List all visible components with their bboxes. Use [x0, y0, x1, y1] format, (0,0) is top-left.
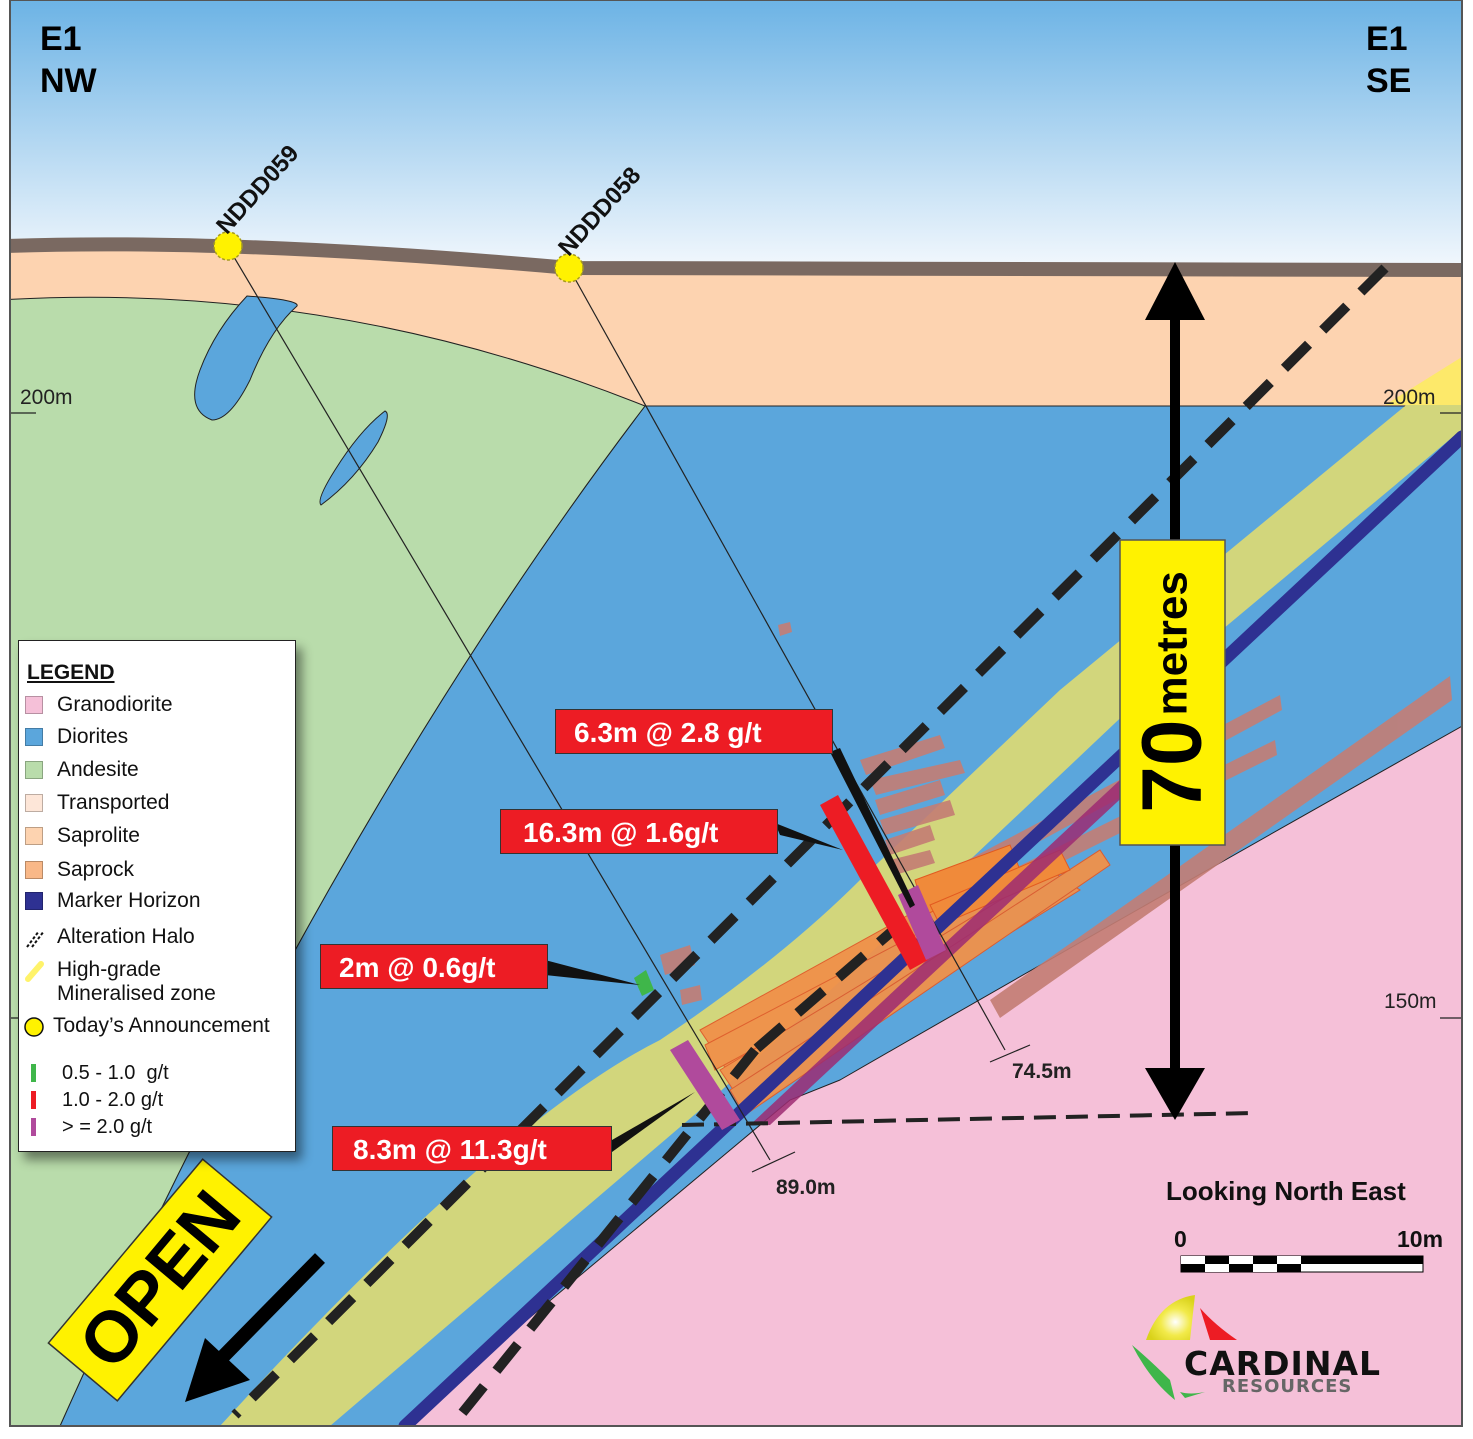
legend-item-grade-mid: 1.0 - 2.0 g/t — [25, 1088, 163, 1112]
legend-item-todays-announcement: Today’s Announcement — [23, 1014, 270, 1038]
intercept-bar-green — [634, 970, 654, 996]
view-direction-label: Looking North East — [1166, 1176, 1406, 1206]
legend-item-grade-low: 0.5 - 1.0 g/t — [25, 1061, 169, 1085]
legend-label: High-grade — [57, 958, 161, 981]
alteration-halo-line — [451, 1046, 759, 1426]
legend-item-high-grade-zone: High-grade Mineralised zone — [25, 958, 216, 1006]
mineralised-zone-tip — [1385, 356, 1462, 405]
arrow-down-icon — [1145, 1068, 1205, 1120]
scale-bar — [1180, 1255, 1424, 1273]
section-left-label-line1: E1 — [40, 20, 82, 58]
sky-area — [10, 0, 1462, 270]
legend-label: Alteration Halo — [57, 925, 195, 948]
dashed-lines-icon — [26, 930, 45, 948]
elevation-label-left-200: 200m — [20, 386, 73, 409]
legend-label: > = 2.0 g/t — [62, 1116, 153, 1138]
logo-name: CARDINAL — [1184, 1344, 1382, 1383]
transported-swatch-icon — [25, 794, 43, 812]
collar-nddd058-icon — [554, 253, 584, 283]
legend-label: Marker Horizon — [57, 889, 201, 912]
cardinal-logo-icon — [1132, 1295, 1237, 1400]
intercept-callout-1[interactable]: 6.3m @ 2.8 g/t — [555, 709, 833, 754]
legend-label: Saprolite — [57, 824, 140, 847]
vertical-extent-number: 70 — [1124, 719, 1219, 813]
legend-label: Diorites — [57, 725, 129, 748]
green-grade-bar-icon — [31, 1064, 36, 1082]
legend-label: Today’s Announcement — [53, 1014, 270, 1037]
intercept-bar-purple — [670, 1040, 740, 1130]
scale-start-label: 0 — [1174, 1226, 1187, 1252]
drillhole-trace-nddd059 — [227, 246, 771, 1161]
legend-item-marker-horizon: Marker Horizon — [25, 889, 201, 913]
legend-item-andesite: Andesite — [25, 758, 139, 782]
elevation-label-right-200: 200m — [1383, 386, 1436, 409]
saprolite-swatch-icon — [25, 827, 43, 845]
end-depth-nddd059: 89.0m — [776, 1176, 836, 1199]
saprock-swatch-icon — [25, 861, 43, 879]
intercept-callout-4[interactable]: 8.3m @ 11.3g/t — [332, 1126, 612, 1171]
yellow-circle-icon — [24, 1017, 44, 1037]
logo-subtitle: RESOURCES — [1222, 1376, 1353, 1397]
legend-panel: LEGEND Granodiorite Diorites Andesite Tr… — [18, 640, 296, 1152]
legend-label: Granodiorite — [57, 693, 173, 716]
diorite-lens — [194, 295, 298, 421]
legend-item-grade-high: > = 2.0 g/t — [25, 1115, 152, 1139]
open-annotation — [47, 1158, 273, 1402]
intercept-bar-red — [820, 795, 928, 970]
legend-item-alteration-halo: Alteration Halo — [25, 925, 195, 949]
section-right-label-line2: SE — [1366, 62, 1412, 100]
legend-label: Saprock — [57, 858, 135, 881]
collar-nddd059-icon — [213, 231, 243, 261]
legend-item-saprolite: Saprolite — [25, 824, 140, 848]
legend-item-transported: Transported — [25, 791, 169, 815]
andesite-swatch-icon — [25, 761, 43, 779]
vertical-extent-label-box — [1119, 539, 1226, 846]
section-left-label-line2: NW — [40, 62, 97, 100]
topography-surface — [10, 237, 1462, 277]
legend-label: Mineralised zone — [57, 982, 216, 1005]
legend-label: Transported — [57, 791, 170, 814]
legend-label: 1.0 - 2.0 g/t — [62, 1089, 164, 1111]
scale-end-label: 10m — [1397, 1226, 1444, 1252]
legend-item-saprock: Saprock — [25, 858, 134, 882]
legend-title: LEGEND — [27, 661, 115, 684]
diorites-swatch-icon — [25, 728, 43, 746]
red-grade-bar-icon — [31, 1091, 36, 1109]
purple-grade-bar-icon — [31, 1118, 36, 1136]
intercept-callout-3[interactable]: 2m @ 0.6g/t — [320, 944, 548, 989]
legend-label: 0.5 - 1.0 g/t — [62, 1062, 169, 1084]
section-right-label-line1: E1 — [1366, 20, 1408, 58]
intercept-callout-2[interactable]: 16.3m @ 1.6g/t — [500, 809, 778, 854]
marker-horizon-swatch-icon — [25, 892, 43, 910]
vertical-extent-unit: metres — [1147, 571, 1196, 716]
yellow-stroke-icon — [25, 961, 44, 982]
granodiorite-swatch-icon — [25, 696, 43, 714]
legend-label: Andesite — [57, 758, 139, 781]
end-depth-nddd058: 74.5m — [1012, 1060, 1072, 1083]
elevation-label-right-150: 150m — [1384, 990, 1437, 1013]
alteration-halo-line — [751, 916, 909, 1054]
arrow-up-icon — [1145, 262, 1205, 320]
legend-item-granodiorite: Granodiorite — [25, 693, 173, 717]
open-arrow-icon — [185, 1338, 250, 1402]
legend-item-diorites: Diorites — [25, 725, 128, 749]
